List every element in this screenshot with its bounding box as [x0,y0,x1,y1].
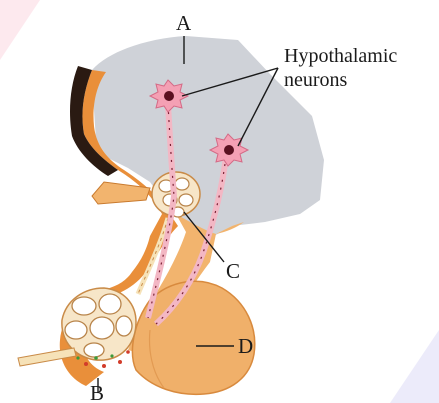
label-neurons-line2: neurons [284,69,348,91]
watermark-corner-bottom-right [390,330,439,403]
label-b: B [90,381,104,403]
label-neurons-line1: Hypothalamic [284,45,397,67]
watermark-corner-top-left [0,0,40,60]
label-a: A [176,11,192,35]
label-d: D [238,334,253,358]
label-c: C [226,259,240,283]
